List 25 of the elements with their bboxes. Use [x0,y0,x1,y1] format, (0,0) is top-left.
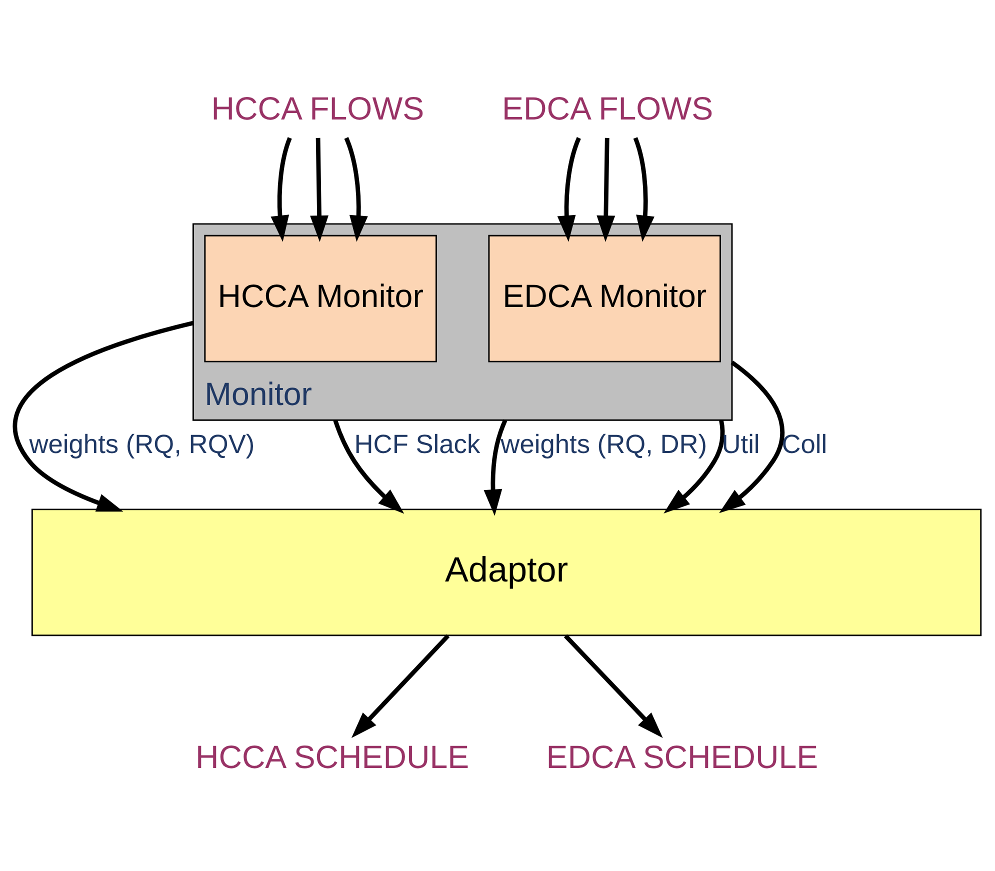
node-box: HCCA Monitor [204,234,437,362]
arrow [351,634,450,738]
arrow [664,420,725,514]
edge-label: HCF Slack [354,428,480,459]
arrow [719,360,784,514]
arrow [270,137,292,242]
arrow [310,138,329,242]
node-text: HCCA FLOWS [211,90,424,126]
edge-label: weights (RQ, RQV) [29,428,255,459]
node-text: HCCA SCHEDULE [195,738,470,775]
node-box: EDCA Monitor [488,234,721,362]
arrow [564,634,663,738]
arrow [344,137,368,242]
edge-label: weights (RQ, DR) [500,428,708,459]
arrow [333,419,404,514]
arrow [12,320,194,512]
node-text: EDCA FLOWS [502,90,714,126]
node-text: EDCA SCHEDULE [546,738,818,775]
edge-label: Coll [782,428,828,459]
edge-label: Util [722,428,760,459]
arrow [557,137,581,242]
node-box: Adaptor [31,508,982,636]
arrow [484,419,508,516]
arrow [596,138,616,242]
arrow [633,137,654,242]
